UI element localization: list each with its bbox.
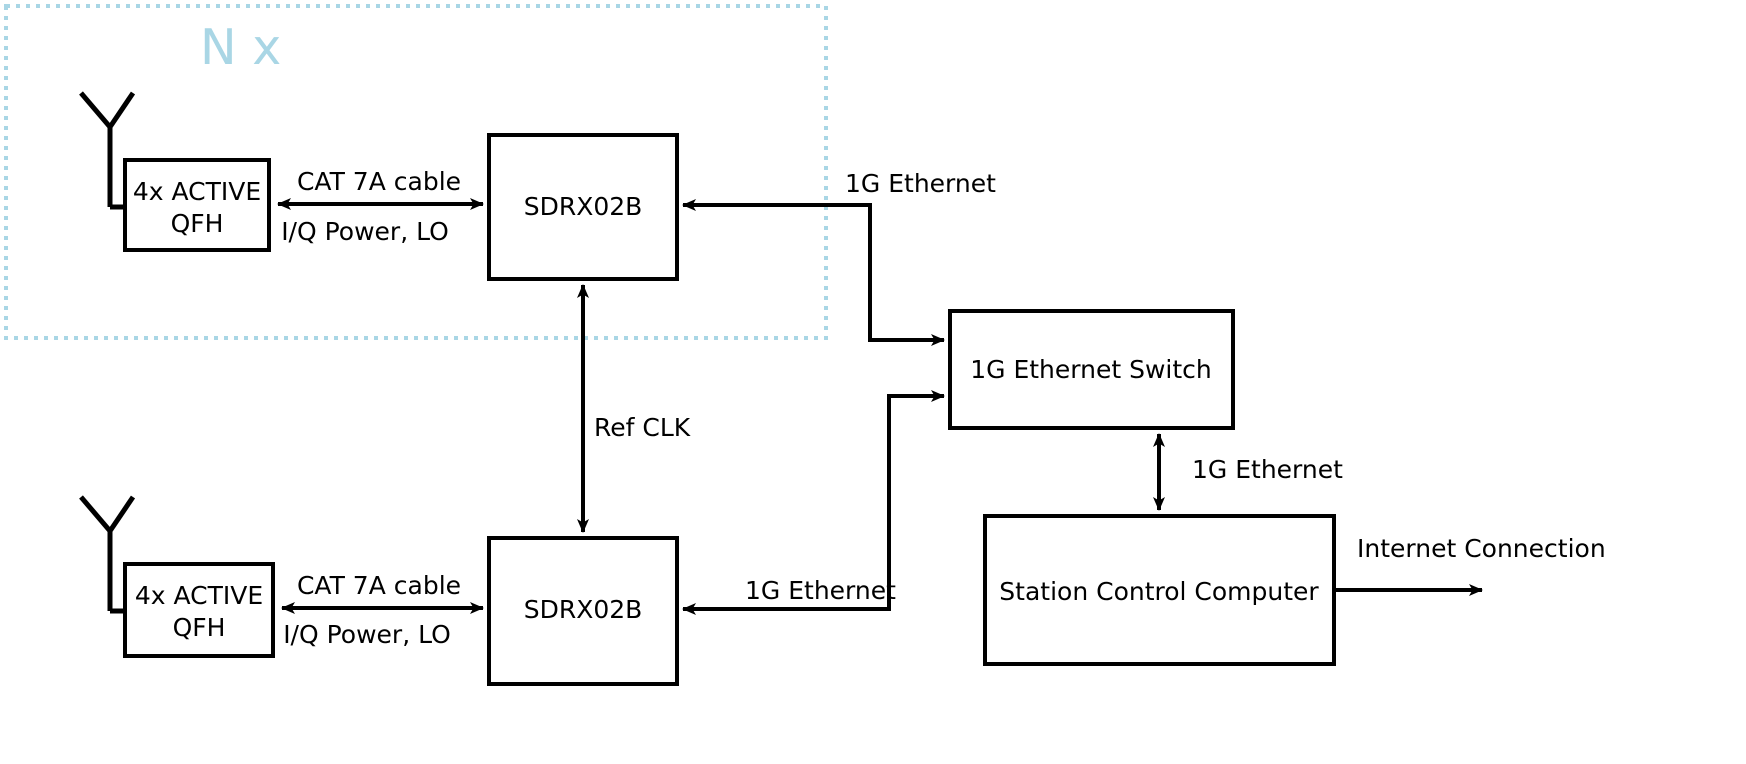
box-sdrx-bottom[interactable] (487, 536, 679, 686)
box-qfh-bottom[interactable] (123, 562, 275, 658)
box-qfh-top-label-line1: 4x ACTIVE (133, 177, 261, 206)
edge-label-iq-power-lo-top: I/Q Power, LO (281, 217, 449, 246)
box-qfh-bottom-label-line1: 4x ACTIVE (135, 581, 263, 610)
edge-label-1g-ethernet-bottom: 1G Ethernet (745, 576, 896, 605)
box-station-control-computer-label: Station Control Computer (999, 577, 1319, 606)
box-qfh-top-label-line2: QFH (171, 209, 224, 238)
box-ethernet-switch-label: 1G Ethernet Switch (970, 355, 1212, 384)
edge-label-1g-ethernet-top: 1G Ethernet (845, 169, 996, 198)
edge-label-cat7a-bottom: CAT 7A cable (297, 571, 461, 600)
group-boundary-nx (4, 4, 828, 340)
box-sdrx-top-label: SDRX02B (524, 192, 643, 221)
edge-label-ref-clk: Ref CLK (594, 413, 691, 442)
group-label-nx: N x (200, 19, 281, 76)
box-sdrx-bottom-label: SDRX02B (524, 595, 643, 624)
box-sdrx-top[interactable] (487, 133, 679, 281)
edge-label-1g-ethernet-scc: 1G Ethernet (1192, 455, 1343, 484)
box-qfh-top[interactable] (123, 158, 271, 252)
edge-label-iq-power-lo-bottom: I/Q Power, LO (283, 620, 451, 649)
edge-sdrx-top-to-switch (682, 199, 945, 346)
edge-label-cat7a-top: CAT 7A cable (297, 167, 461, 196)
box-ethernet-switch[interactable] (948, 309, 1235, 430)
edge-sdrx-bottom-to-switch (682, 390, 945, 615)
edge-label-internet-connection: Internet Connection (1357, 534, 1606, 563)
box-qfh-bottom-label-line2: QFH (173, 613, 226, 642)
